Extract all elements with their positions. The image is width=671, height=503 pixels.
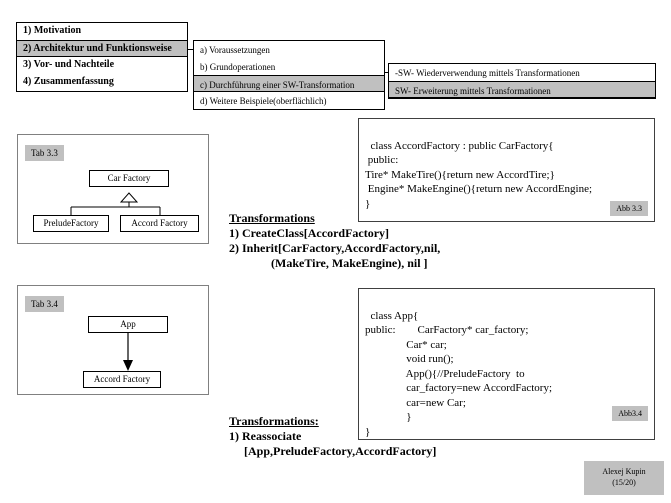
outline-sub-item-d[interactable]: d) Weitere Beispiele(oberflächlich)	[200, 96, 327, 106]
tab-badge-33: Tab 3.3	[25, 145, 64, 161]
outline-item-1[interactable]: 1) Motivation	[23, 25, 82, 36]
code-box-accord-factory: class AccordFactory : public CarFactory{…	[358, 118, 655, 222]
uml-class-app[interactable]: App	[88, 316, 168, 333]
outline-item-2[interactable]: 2) Architektur und Funktionsweise	[17, 40, 187, 57]
transformations-top: Transformations 1) CreateClass[AccordFac…	[229, 211, 440, 271]
code-text-accord-factory: class AccordFactory : public CarFactory{…	[365, 139, 593, 210]
code-text-app: class App{ public: CarFactory* car_facto…	[365, 309, 553, 438]
outline-main: 1) Motivation 2) Architektur und Funktio…	[16, 22, 188, 92]
abb-badge-33: Abb 3.3	[610, 201, 648, 216]
connector-main-to-sub	[188, 49, 194, 50]
uml-class-prelude-factory[interactable]: PreludeFactory	[33, 215, 109, 232]
outline-sub: a) Voraussetzungen b) Grundoperationen c…	[193, 40, 385, 110]
outline-sub2-item-2[interactable]: SW- Erweiterung mittels Transformationen	[389, 81, 655, 98]
footer-author: Alexej Kupin	[602, 467, 646, 476]
transformations-top-line-2: 2) Inherit[CarFactory,AccordFactory,nil,	[229, 241, 441, 255]
transformations-bottom-title: Transformations:	[229, 414, 319, 428]
outline-item-3[interactable]: 3) Vor- und Nachteile	[23, 59, 115, 70]
tab-badge-34: Tab 3.4	[25, 296, 64, 312]
footer-author-box: Alexej Kupin (15/20)	[584, 461, 664, 495]
uml-class-accord-factory[interactable]: Accord Factory	[120, 215, 199, 232]
outline-sub2-item-1[interactable]: -SW- Wiederverwendung mittels Transforma…	[395, 68, 580, 78]
generalization-connector	[70, 192, 161, 215]
outline-item-4[interactable]: 4) Zusammenfassung	[23, 76, 114, 87]
code-box-app: class App{ public: CarFactory* car_facto…	[358, 288, 655, 440]
uml-class-accord-factory-2[interactable]: Accord Factory	[83, 371, 161, 388]
association-arrow	[123, 333, 133, 371]
outline-sub2: -SW- Wiederverwendung mittels Transforma…	[388, 63, 656, 99]
transformations-bottom: Transformations: 1) Reassociate [App,Pre…	[229, 414, 436, 459]
transformations-bottom-line-2: [App,PreludeFactory,AccordFactory]	[229, 444, 437, 458]
abb-badge-34: Abb3.4	[612, 406, 648, 421]
transformations-top-line-3: (MakeTire, MakeEngine), nil ]	[229, 256, 428, 270]
transformations-top-line-1: 1) CreateClass[AccordFactory]	[229, 226, 390, 240]
outline-sub-item-c[interactable]: c) Durchführung einer SW-Transformation	[194, 75, 384, 92]
diagram-frame-tab34: Tab 3.4 App Accord Factory	[17, 285, 209, 395]
diagram-frame-tab33: Tab 3.3 Car Factory PreludeFactory Accor…	[17, 134, 209, 244]
transformations-top-title: Transformations	[229, 211, 315, 225]
outline-sub-item-b[interactable]: b) Grundoperationen	[200, 62, 276, 72]
outline-sub-item-a[interactable]: a) Voraussetzungen	[200, 45, 270, 55]
footer-page: (15/20)	[612, 478, 636, 487]
uml-class-car-factory[interactable]: Car Factory	[89, 170, 169, 187]
transformations-bottom-line-1: 1) Reassociate	[229, 429, 302, 443]
